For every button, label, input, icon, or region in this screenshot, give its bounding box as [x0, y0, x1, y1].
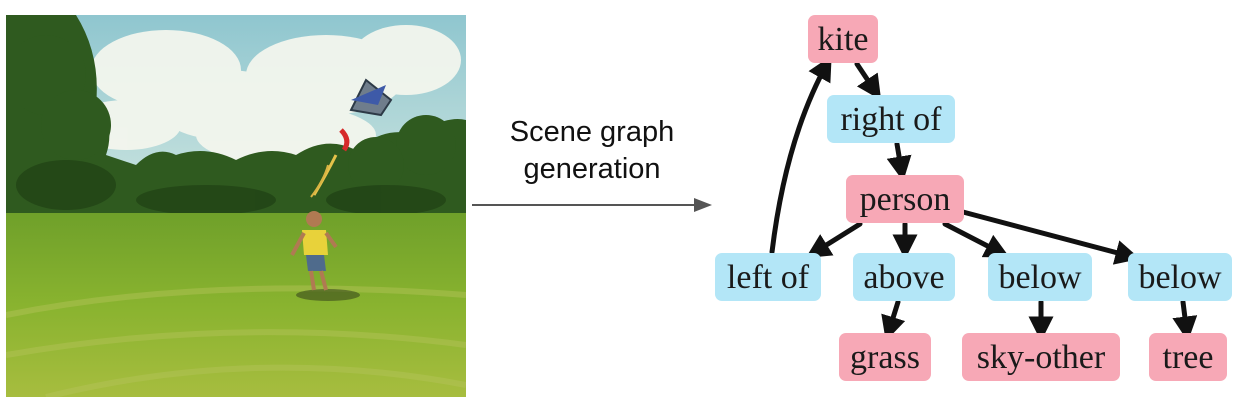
pipeline-arrow: [472, 198, 712, 212]
scene-graph: kite right of person left of above below below…: [715, 15, 1232, 381]
caption-line-2: generation: [523, 153, 661, 185]
grass-stripes: [6, 285, 466, 397]
kite-field-photo: [6, 15, 466, 397]
node-label: person: [860, 181, 951, 218]
person-shadow: [296, 289, 360, 301]
node-label: right of: [840, 101, 942, 138]
node-box: [1149, 333, 1227, 381]
edge-person-to-below-2: [960, 209, 1141, 265]
node-box: [715, 253, 821, 301]
boy: [290, 211, 338, 291]
caption-line-1: Scene graph: [509, 116, 675, 148]
node-box: [827, 95, 955, 143]
edge-below-2-to-tree: [1172, 299, 1198, 342]
node-kite: kite: [808, 15, 878, 63]
graph-nodes: kite right of person left of above below below…: [715, 15, 1232, 381]
node-label: below: [998, 259, 1082, 296]
node-box: [839, 333, 931, 381]
node-above: above: [853, 253, 955, 301]
edge-right-of-to-person: [886, 141, 912, 182]
node-right-of: right of: [827, 95, 955, 143]
node-sky-other: sky-other: [962, 333, 1120, 381]
edge-person-to-left-of: [805, 221, 863, 258]
node-label: grass: [850, 339, 920, 376]
node-box: [1128, 253, 1232, 301]
node-below-1: below: [988, 253, 1092, 301]
edge-person-to-below-1: [942, 221, 1010, 258]
node-below-2: below: [1128, 253, 1232, 301]
grass-field: [6, 213, 466, 397]
edge-left-of-to-kite: [769, 55, 832, 255]
node-left-of: left of: [715, 253, 821, 301]
node-tree: tree: [1149, 333, 1227, 381]
node-box: [962, 333, 1120, 381]
node-label: sky-other: [977, 339, 1106, 376]
node-label: below: [1138, 259, 1222, 296]
node-box: [808, 15, 878, 63]
node-label: left of: [727, 259, 810, 296]
node-label: kite: [818, 21, 869, 58]
node-box: [988, 253, 1092, 301]
node-label: above: [863, 259, 944, 296]
node-box: [846, 175, 964, 223]
edge-above-to-grass: [881, 299, 906, 342]
kite: [310, 78, 393, 198]
node-label: tree: [1163, 339, 1214, 376]
tree-shadows: [16, 160, 446, 215]
pipeline-caption: Scene graph generation: [476, 114, 708, 188]
graph-edges: [769, 55, 1198, 342]
tree-line: [6, 15, 466, 220]
edge-kite-to-right-of: [854, 61, 882, 101]
node-person: person: [846, 175, 964, 223]
node-box: [853, 253, 955, 301]
node-grass: grass: [839, 333, 931, 381]
